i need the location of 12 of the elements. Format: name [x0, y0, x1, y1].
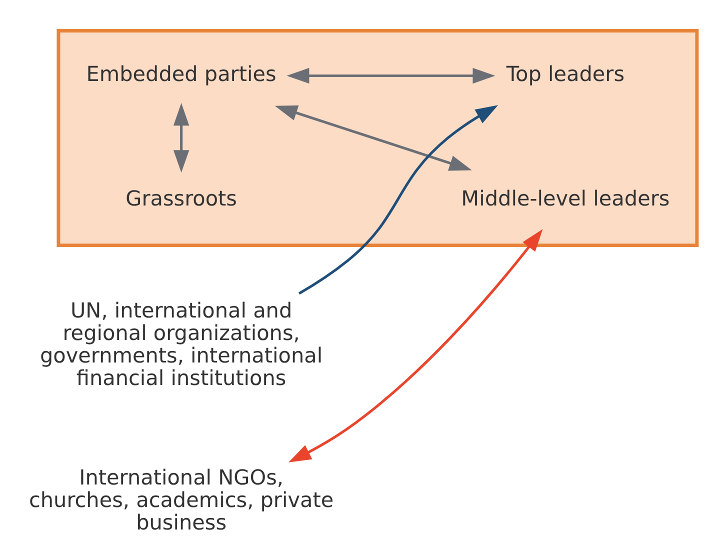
node-text: Top leaders	[506, 62, 625, 86]
cluster	[56, 28, 699, 247]
arrow	[298, 104, 498, 294]
node-text: UN, international and regional organizations, governments, international financial institutions	[40, 298, 323, 390]
node-text: International NGOs, churches, academics, private business	[28, 464, 334, 534]
arrow	[173, 102, 190, 172]
arrow	[288, 228, 543, 462]
node-text: Middle-level leaders	[461, 186, 670, 210]
arrow	[274, 104, 472, 170]
node-text: Embedded parties	[86, 62, 276, 86]
node-text: Grassroots	[126, 186, 237, 210]
arrow	[286, 67, 496, 84]
